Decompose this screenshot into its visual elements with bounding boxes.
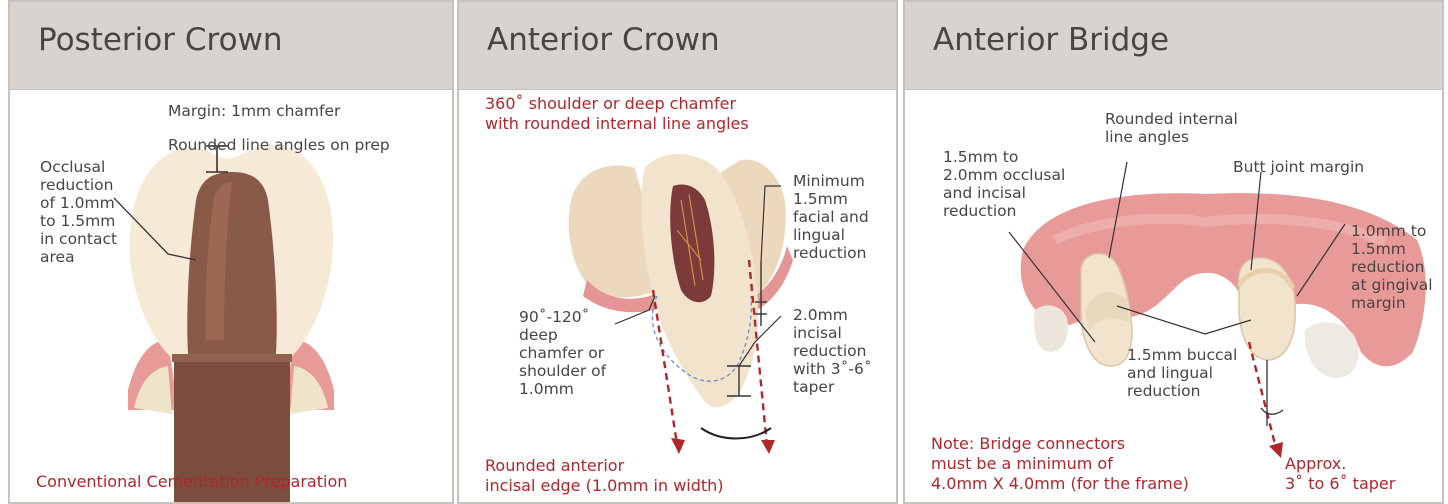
panel-header: Posterior Crown <box>10 2 452 90</box>
prepared-tooth <box>187 172 276 354</box>
gingival-reduction-note: 1.0mm to 1.5mm reduction at gingival mar… <box>1351 222 1433 312</box>
incisal-edge-note: Rounded anterior incisal edge (1.0mm in … <box>485 456 724 496</box>
panel-body: 360˚ shoulder or deep chamfer with round… <box>459 90 896 502</box>
cementation-footer: Conventional Cementation Preparation <box>36 472 347 492</box>
incisal-reduction-note: 2.0mm incisal reduction with 3˚-6˚ taper <box>793 306 872 396</box>
buccal-lingual-note: 1.5mm buccal and lingual reduction <box>1127 346 1237 400</box>
minimum-reduction-note: Minimum 1.5mm facial and lingual reducti… <box>793 172 869 262</box>
incisal-edge-arc <box>701 428 771 439</box>
anterior-bridge-panel: Anterior Bridge <box>903 0 1444 504</box>
rounded-line-angles-note: Rounded internal line angles <box>1105 110 1238 146</box>
taper-arc <box>1261 408 1283 414</box>
occlusal-reduction-note: Occlusal reduction of 1.0mm to 1.5mm in … <box>40 158 117 266</box>
taper-arrowhead <box>1269 442 1283 458</box>
panel-body: Rounded internal line angles 1.5mm to 2.… <box>905 90 1442 502</box>
butt-joint-note: Butt joint margin <box>1233 158 1364 176</box>
shoulder-note: 360˚ shoulder or deep chamfer with round… <box>485 94 749 134</box>
connector-note: Note: Bridge connectors must be a minimu… <box>931 434 1189 494</box>
chamfer-note: 90˚-120˚ deep chamfer or shoulder of 1.0… <box>519 308 606 398</box>
panel-body: Margin: 1mm chamfer Rounded line angles … <box>10 90 452 502</box>
taper-note: Approx. 3˚ to 6˚ taper <box>1285 454 1395 494</box>
occlusal-reduction-note: 1.5mm to 2.0mm occlusal and incisal redu… <box>943 148 1065 220</box>
panel-header: Anterior Crown <box>459 2 896 90</box>
anterior-crown-panel: Anterior Crown <box>457 0 898 504</box>
margin-note: Margin: 1mm chamfer <box>168 102 340 120</box>
left-distal-tooth <box>1034 305 1068 352</box>
line-angle-note: Rounded line angles on prep <box>168 136 390 154</box>
posterior-crown-panel: Posterior Crown Margin: 1mm chamfer Roun… <box>8 0 454 504</box>
anterior-crown-illustration <box>459 90 896 502</box>
panel-header: Anterior Bridge <box>905 2 1442 90</box>
taper-arrowhead-right <box>761 440 775 454</box>
margin-shelf <box>172 354 292 362</box>
panel-title: Anterior Crown <box>487 22 720 58</box>
taper-arrowhead-left <box>671 438 685 454</box>
panel-title: Anterior Bridge <box>933 22 1169 58</box>
panel-title: Posterior Crown <box>38 22 283 58</box>
